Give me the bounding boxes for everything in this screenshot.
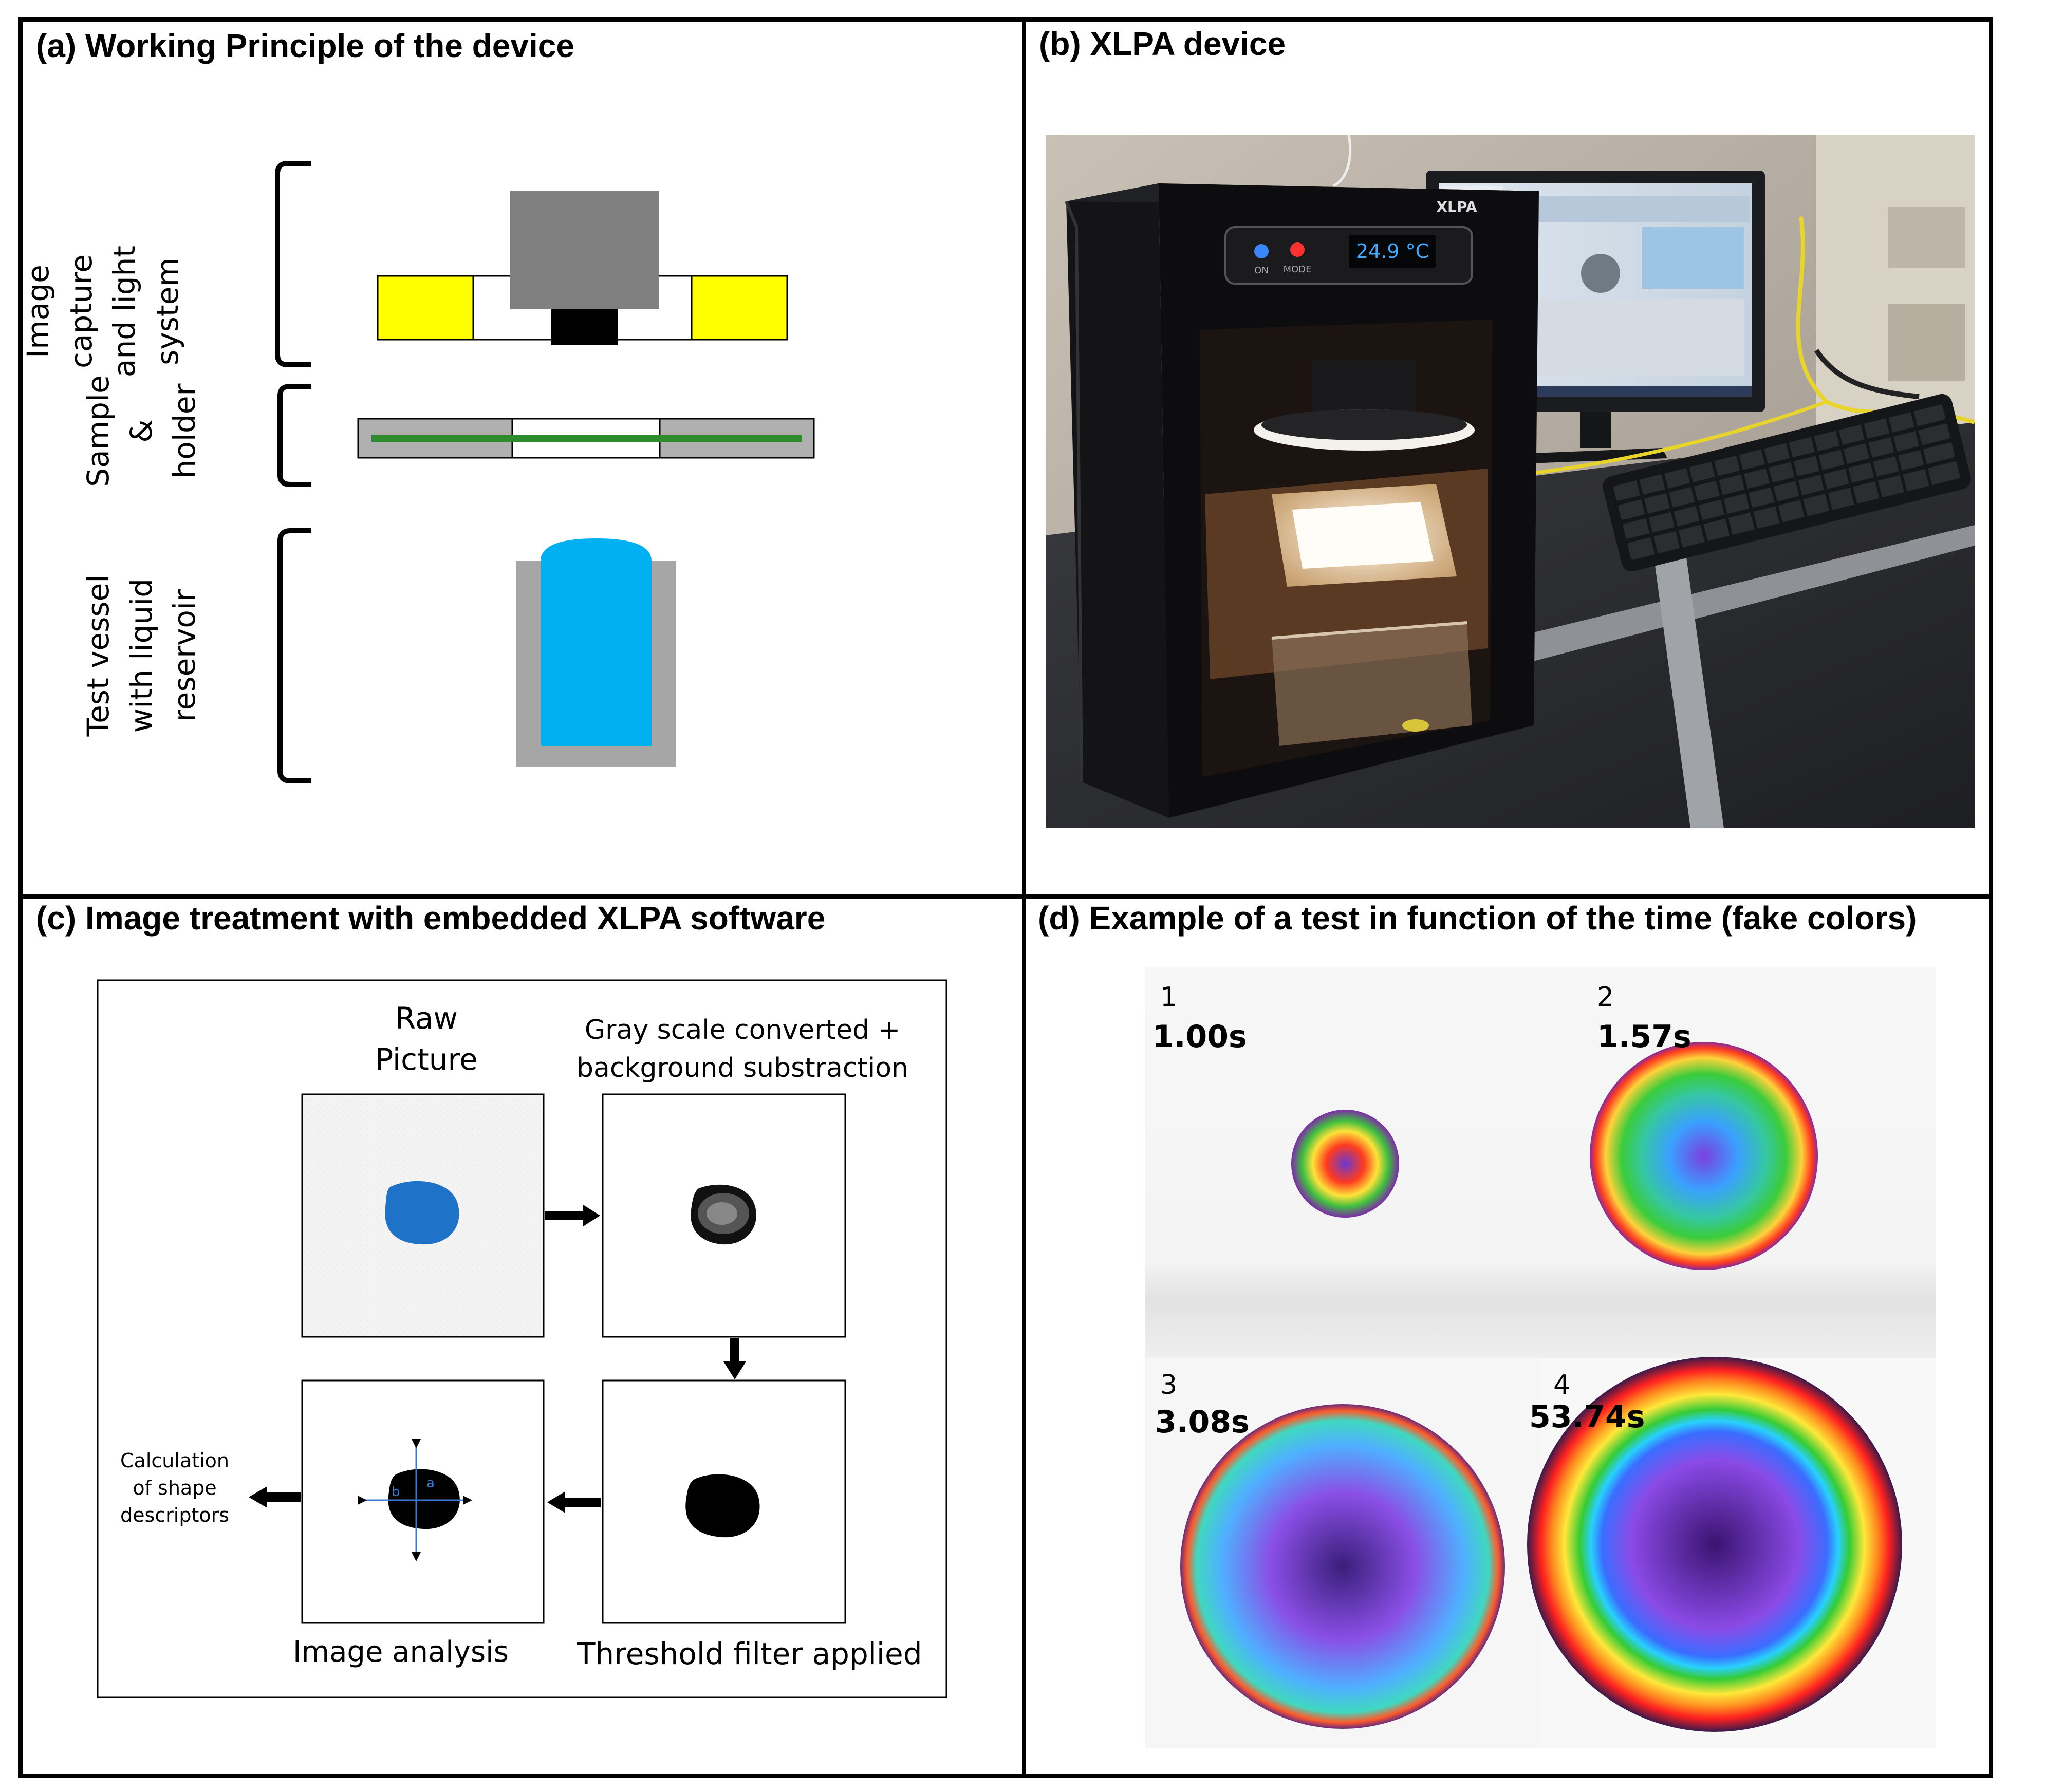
btn-mode-label: MODE — [1284, 264, 1312, 275]
sample-film — [371, 435, 802, 442]
keyboard — [1603, 394, 1971, 572]
threshold-label: Threshold filter applied — [577, 1636, 922, 1671]
cabinet-side — [1066, 183, 1169, 818]
lamp-left — [377, 275, 474, 341]
camera-lens — [551, 309, 618, 345]
working-principle-diagram — [275, 161, 815, 783]
bracket-sample-holder — [277, 384, 311, 487]
lamp-right — [691, 275, 788, 341]
led-mode — [1290, 242, 1305, 257]
frame-3-time: 3.08s — [1155, 1404, 1250, 1440]
calculation-label: Calculation of shape descriptors — [120, 1449, 230, 1526]
image-analysis-label: Image analysis — [293, 1635, 509, 1669]
raw-drop — [385, 1181, 459, 1245]
bracket-image-capture — [275, 161, 311, 367]
axis-a-label: a — [426, 1476, 435, 1491]
btn-on-label: ON — [1254, 265, 1269, 276]
liquid-reservoir — [541, 538, 652, 746]
axis-b-label: b — [392, 1484, 400, 1500]
camera-body — [510, 191, 659, 309]
panel-c-title: (c) Image treatment with embedded XLPA s… — [36, 900, 826, 937]
flow-arrows — [249, 1205, 746, 1513]
panel-b-title: (b) XLPA device — [1039, 25, 1286, 62]
frame-1-index: 1 — [1160, 982, 1177, 1013]
droplet-1 — [1291, 1110, 1399, 1218]
droplet-4 — [1527, 1357, 1902, 1732]
frame-2-index: 2 — [1597, 982, 1614, 1013]
temp-display: 24.9 °C — [1356, 240, 1429, 263]
frame-4-index: 4 — [1553, 1370, 1570, 1401]
frame-4-time: 53.74s — [1529, 1399, 1645, 1435]
droplet-2 — [1590, 1042, 1818, 1270]
frame-1-time: 1.00s — [1152, 1019, 1247, 1055]
xlpa-device-photo: ON MODE 24.9 °C XLPA — [1046, 135, 1975, 828]
gray-scale-label: Gray scale converted + background substr… — [576, 1015, 909, 1084]
label-sample-holder: Sample & holder — [81, 375, 202, 487]
panel-a-title: (a) Working Principle of the device — [36, 27, 574, 64]
image-treatment-diagram: a b — [97, 979, 947, 1698]
led-on — [1254, 244, 1269, 258]
label-test-vessel: Test vessel with liquid reservoir — [81, 574, 202, 737]
bracket-test-vessel — [277, 528, 311, 783]
frame-3-index: 3 — [1160, 1370, 1177, 1401]
droplet-3 — [1180, 1404, 1505, 1729]
device-logo: XLPA — [1436, 198, 1477, 215]
threshold-drop — [685, 1474, 760, 1538]
raw-picture-label: Raw Picture — [375, 1001, 478, 1077]
panel-d-title: (d) Example of a test in function of the… — [1038, 900, 1917, 937]
time-series-frames: 1 1.00s 2 1.57s 3 3.08s 4 53.74s — [1145, 967, 1936, 1748]
frame-2-time: 1.57s — [1597, 1019, 1691, 1055]
